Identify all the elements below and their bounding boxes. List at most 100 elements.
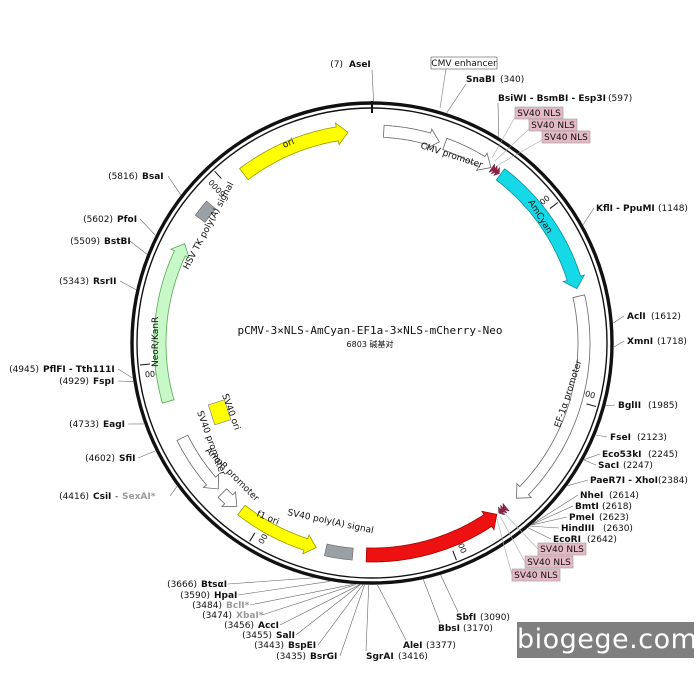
nls-top-leader-3 <box>497 139 543 166</box>
leader-alei <box>377 584 407 641</box>
site-acli-name: AclI <box>627 312 646 322</box>
site-rsrii-pos: (5343) <box>59 277 89 287</box>
nls-top-leader-2 <box>494 128 530 162</box>
site-snabi-pos: (340) <box>500 75 524 85</box>
site-pfoi-name: PfoI <box>117 215 137 225</box>
ampr-promoter-arrow <box>217 488 238 508</box>
leader-asei <box>371 69 374 102</box>
leader-bbsi <box>423 579 441 624</box>
leader-rsrii <box>119 280 137 290</box>
site-bsai-name: BsaI <box>142 172 164 182</box>
leader-bsai <box>167 175 181 195</box>
cmv-promoter-arrow <box>442 137 492 171</box>
site-alei-name: AleI <box>403 641 423 651</box>
site-bsiwi: BsiWI - BsmBI - Esp3I (597) <box>498 94 632 104</box>
site-pmei-pos: (2623) <box>599 513 629 523</box>
site-xmni-pos: (1718) <box>657 337 687 347</box>
site-xhoi-name: PaeR7I - XhoI <box>590 476 658 486</box>
ef1a-promoter-arrow <box>516 294 591 499</box>
leader-btsai <box>227 577 314 585</box>
nls-top-leader-1 <box>491 116 516 159</box>
site-fsei-name: FseI <box>610 433 631 443</box>
site-alei-pos: (3377) <box>426 641 456 651</box>
leader-xbai <box>261 584 356 616</box>
leader-hindiii <box>530 525 560 529</box>
site-asei: (7) AseI <box>330 60 371 70</box>
site-pflfi-pos: (4945) <box>9 365 39 375</box>
site-bspei-pos: (3443) <box>254 641 284 651</box>
site-saci: SacI (2247) <box>598 461 653 471</box>
leader-xmni <box>613 340 625 348</box>
nls-top-label-3: SV40 NLS <box>544 133 588 143</box>
leader-ecori <box>528 527 552 540</box>
leader-nhei <box>532 494 579 525</box>
cmv-enhancer-arrow <box>382 124 440 150</box>
ori-label: ori <box>281 137 296 151</box>
site-bsiwi-name: BsiWI - BsmBI - Esp3I <box>498 94 606 104</box>
sv40-promoter-arrow <box>176 434 220 490</box>
site-xmni: XmnI (1718) <box>627 337 687 347</box>
site-bstbi-pos: (5509) <box>70 237 100 247</box>
site-eco53ki: Eco53kI (2245) <box>602 450 678 460</box>
leader-pflfi <box>117 368 133 379</box>
f1-ori-arrow <box>237 504 317 555</box>
site-bbsi: BbsI (3170) <box>438 624 493 634</box>
leader-hpai <box>237 581 331 596</box>
site-bglii: BglII (1985) <box>618 401 678 411</box>
amcyan-arrow <box>495 168 586 290</box>
site-sgrai: SgrAI (3416) <box>366 652 428 662</box>
tick-4000 <box>249 532 256 542</box>
site-bsai: (5816) BsaI <box>108 172 164 182</box>
site-sbfi: SbfI (3090) <box>456 613 510 623</box>
site-asei-pos: (7) <box>330 60 343 70</box>
site-saci-pos: (2247) <box>623 461 653 471</box>
leader-pmei <box>531 516 568 526</box>
hsv-polya-box <box>194 200 217 223</box>
nls-bottom-leader-2 <box>499 515 526 563</box>
site-ecori-name: EcoRI <box>553 535 581 545</box>
site-sfii-name: SfiI <box>119 454 136 464</box>
site-xmni-name: XmnI <box>627 337 653 347</box>
site-fsei-pos: (2123) <box>637 433 667 443</box>
nls-bottom-labels: SV40 NLS SV40 NLS SV40 NLS <box>496 511 587 582</box>
nls-bottom-label-1: SV40 NLS <box>540 545 584 555</box>
tick-3000 <box>452 550 457 561</box>
site-xbai-pos: (3474) <box>202 611 232 621</box>
nls-top-arrow-2 <box>490 164 498 175</box>
nls-bottom-arrow-3 <box>498 506 506 516</box>
nls-top-arrow-3 <box>492 166 500 176</box>
site-hpai: (3590) HpaI <box>180 591 237 601</box>
site-acci-name: AccI <box>258 621 279 631</box>
site-sexai-name: SexAI* <box>122 492 156 502</box>
nls-top-labels: SV40 NLS SV40 NLS SV40 NLS <box>491 106 591 166</box>
site-rsrii: (5343) RsrII <box>59 277 116 287</box>
site-hindiii-pos: (2630) <box>603 524 633 534</box>
site-fspi: (4929) FspI <box>59 377 114 387</box>
leader-acci <box>279 584 360 626</box>
site-asei-name: AseI <box>349 60 371 70</box>
leader-saci <box>583 459 597 466</box>
site-csii-pos: (4416) <box>59 492 89 502</box>
mcherry-arrow <box>365 510 498 563</box>
site-bstbi-name: BstBI <box>104 237 131 247</box>
site-acci: (3456) AccI <box>224 621 279 631</box>
nls-bottom-arrow-2 <box>500 504 508 514</box>
site-xbai-name: XbaI* <box>236 611 264 621</box>
site-bsai-pos: (5816) <box>108 172 138 182</box>
leader-sbfi <box>440 574 459 613</box>
site-sfii: (4602) SfiI <box>85 454 135 464</box>
site-sbfi-pos: (3090) <box>480 613 510 623</box>
site-sbfi-name: SbfI <box>456 613 476 623</box>
site-csii: (4416) CsiI - SexAI* <box>59 492 156 502</box>
site-fspi-pos: (4929) <box>59 377 89 387</box>
site-hindiii-name: HindIII <box>561 524 595 534</box>
site-acli: AclI (1612) <box>627 312 681 322</box>
site-pflfi-name: PflFI - Tth111I <box>43 365 115 375</box>
leader-sfii <box>137 450 156 459</box>
site-bglii-pos: (1985) <box>648 401 678 411</box>
site-bcli-pos: (3484) <box>192 601 222 611</box>
site-pmei-name: PmeI <box>569 513 594 523</box>
site-bmti: BmtI (2618) <box>575 502 632 512</box>
sv40-ori-box <box>207 399 232 426</box>
